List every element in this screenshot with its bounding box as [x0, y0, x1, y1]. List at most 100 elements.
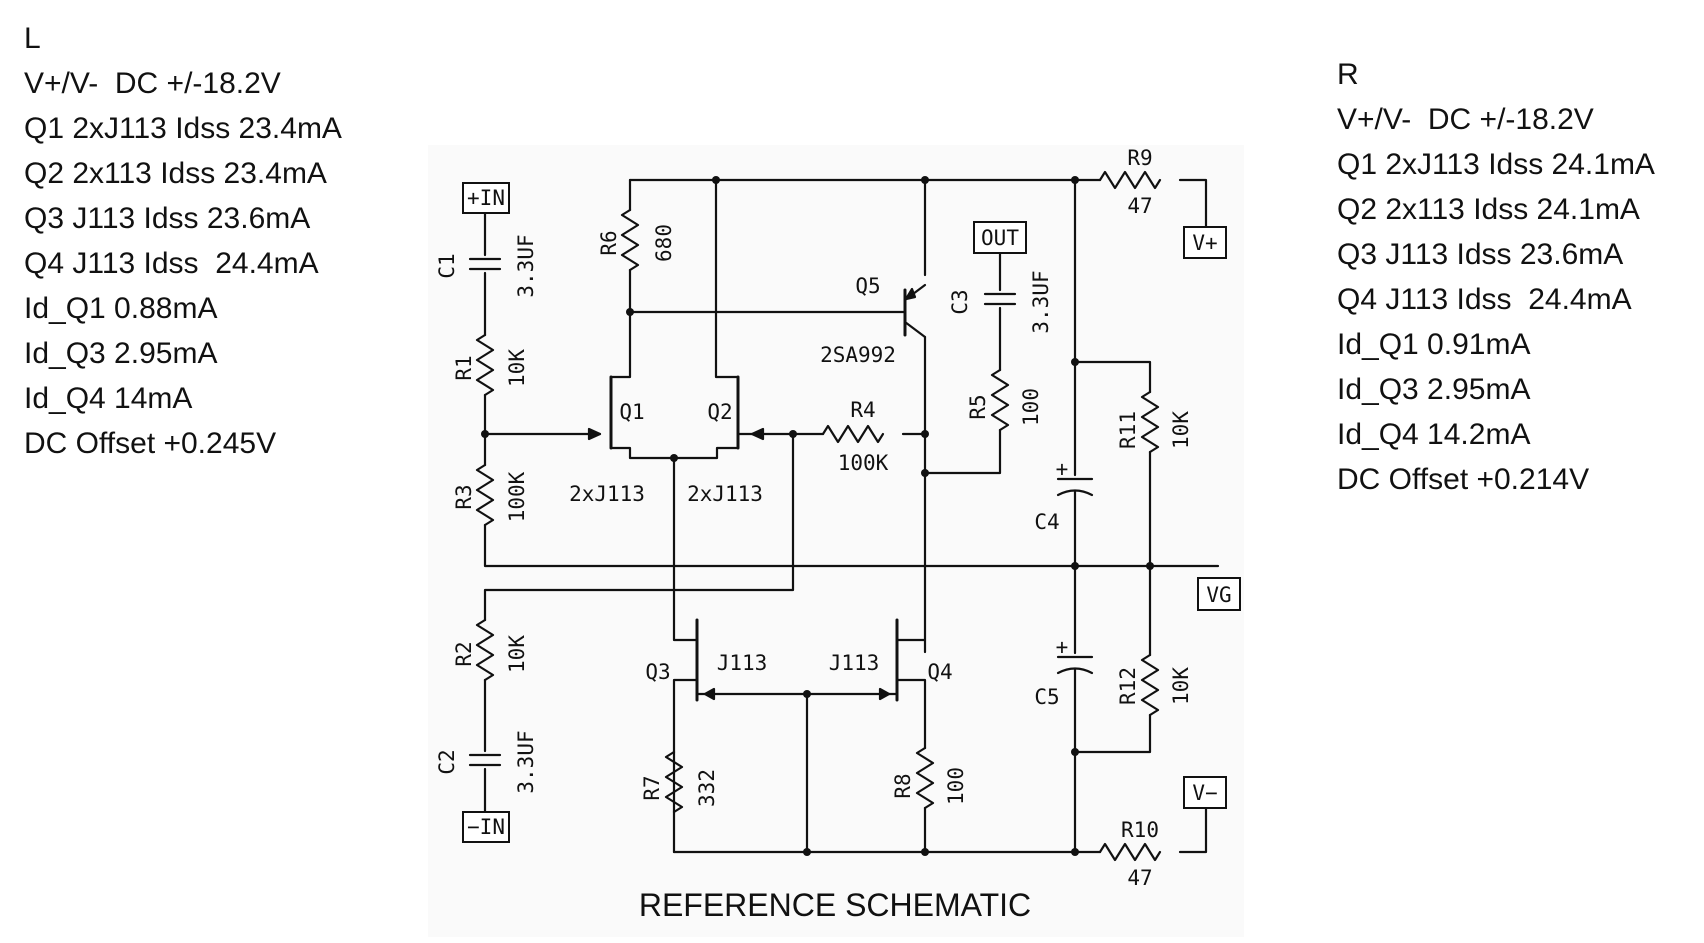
right-note-line: Id_Q4 14.2mA — [1337, 418, 1531, 451]
left-note-line: DC Offset +0.245V — [24, 427, 277, 460]
r2-ref-label: R2 — [452, 641, 476, 666]
junction-dot — [1071, 848, 1079, 856]
q1-value-label: 2xJ113 — [569, 482, 645, 506]
junction-dot — [803, 848, 811, 856]
c3-ref-label: C3 — [948, 289, 972, 314]
port-v-minus-label: V− — [1192, 781, 1217, 805]
port-in-plus-label: +IN — [467, 186, 505, 210]
q2-ref-label: Q2 — [707, 400, 732, 424]
resistor-r9-symbol — [1098, 170, 1162, 190]
capacitor-c2-symbol — [468, 753, 502, 767]
r2-value-label: 10K — [505, 635, 529, 673]
junction-dot — [921, 176, 929, 184]
c4-plus-sign: + — [1056, 457, 1069, 481]
r10-value-label: 47 — [1127, 866, 1152, 890]
resistor-r8-symbol — [915, 746, 935, 810]
wire — [672, 456, 699, 642]
c2-value-label: 3.3UF — [514, 730, 538, 793]
resistor-r7-symbol — [664, 750, 684, 814]
left-note-line: Q2 2x113 Idss 23.4mA — [24, 157, 327, 190]
r3-value-label: 100K — [505, 471, 529, 522]
wire — [609, 268, 632, 379]
c4-ref-label: C4 — [1034, 510, 1059, 534]
c1-value-label: 3.3UF — [514, 234, 538, 297]
resistor-r11-symbol — [1140, 390, 1160, 454]
port-in-plus-box — [462, 182, 510, 214]
wire — [1073, 360, 1152, 394]
port-vg-label: VG — [1206, 583, 1231, 607]
q5-ref-label: Q5 — [855, 274, 880, 298]
resistor-r4-symbol — [821, 424, 885, 444]
r12-ref-label: R12 — [1116, 667, 1140, 705]
junction-dot — [921, 848, 929, 856]
r6-value-label: 680 — [652, 224, 676, 262]
left-note-line: Id_Q3 2.95mA — [24, 337, 218, 370]
right-channel-notes: R V+/V- DC +/-18.2V Q1 2xJ113 Idss 24.1m… — [1337, 52, 1655, 502]
wire — [923, 428, 1002, 475]
left-note-line: Q3 J113 Idss 23.6mA — [24, 202, 311, 235]
right-note-line: DC Offset +0.214V — [1337, 463, 1590, 496]
q5-value-label: 2SA992 — [820, 343, 896, 367]
junction-dot — [670, 454, 678, 462]
r7-ref-label: R7 — [640, 775, 664, 800]
r8-value-label: 100 — [944, 767, 968, 805]
q1-ref-label: Q1 — [619, 400, 644, 424]
right-note-line: Q4 J113 Idss 24.4mA — [1337, 283, 1632, 316]
c5-plus-sign: + — [1056, 635, 1069, 659]
r3-ref-label: R3 — [452, 484, 476, 509]
junction-dot — [789, 430, 797, 438]
port-vg-box — [1197, 577, 1241, 611]
wire — [1073, 713, 1152, 754]
left-note-line: Id_Q4 14mA — [24, 382, 193, 415]
r12-value-label: 10K — [1169, 667, 1193, 705]
wire — [1178, 178, 1208, 229]
c5-ref-label: C5 — [1034, 685, 1059, 709]
right-note-line: V+/V- DC +/-18.2V — [1337, 103, 1594, 136]
port-out-label: OUT — [981, 226, 1019, 250]
ground-rail-wire — [483, 523, 1220, 568]
schematic-title: REFERENCE SCHEMATIC — [639, 887, 1031, 923]
r8-ref-label: R8 — [891, 773, 915, 798]
port-v-plus-label: V+ — [1192, 231, 1217, 255]
wire — [895, 678, 927, 750]
left-note-line: Id_Q1 0.88mA — [24, 292, 218, 325]
c1-ref-label: C1 — [435, 253, 459, 278]
resistor-r6-symbol — [620, 208, 640, 272]
schematic-background — [428, 145, 1244, 937]
junction-dot — [626, 308, 634, 316]
q4-ref-label: Q4 — [927, 660, 952, 684]
r1-ref-label: R1 — [452, 355, 476, 380]
q2-value-label: 2xJ113 — [687, 482, 763, 506]
resistor-r12-symbol — [1140, 653, 1160, 717]
junction-dot — [921, 430, 929, 438]
wire — [1178, 806, 1208, 854]
left-note-line: V+/V- DC +/-18.2V — [24, 67, 281, 100]
resistor-r10-symbol — [1098, 842, 1162, 862]
r4-value-label: 100K — [838, 451, 889, 475]
r6-ref-label: R6 — [597, 230, 621, 255]
resistor-r3-symbol — [475, 463, 495, 527]
junction-dot — [921, 469, 929, 477]
r5-value-label: 100 — [1019, 388, 1043, 426]
junction-dot — [712, 176, 720, 184]
r11-ref-label: R11 — [1116, 411, 1140, 449]
right-note-line: Id_Q1 0.91mA — [1337, 328, 1531, 361]
port-out-box — [973, 221, 1027, 254]
q3-gate-arrow — [703, 687, 716, 701]
left-note-line: Q1 2xJ113 Idss 23.4mA — [24, 112, 342, 145]
junction-dot — [1071, 562, 1079, 570]
port-v-minus-box — [1183, 776, 1227, 809]
junction-dot — [481, 430, 489, 438]
wire — [714, 178, 740, 379]
r9-ref-label: R9 — [1127, 146, 1152, 170]
q3-value-label: J113 — [717, 651, 768, 675]
capacitor-c3-symbol — [983, 292, 1017, 306]
right-note-line: Q3 J113 Idss 23.6mA — [1337, 238, 1624, 271]
junction-dot — [1071, 748, 1079, 756]
junction-dot — [803, 690, 811, 698]
capacitor-c1-symbol — [468, 257, 502, 271]
r10-ref-label: R10 — [1121, 818, 1159, 842]
wire — [483, 432, 795, 622]
right-note-line: Q1 2xJ113 Idss 24.1mA — [1337, 148, 1655, 181]
